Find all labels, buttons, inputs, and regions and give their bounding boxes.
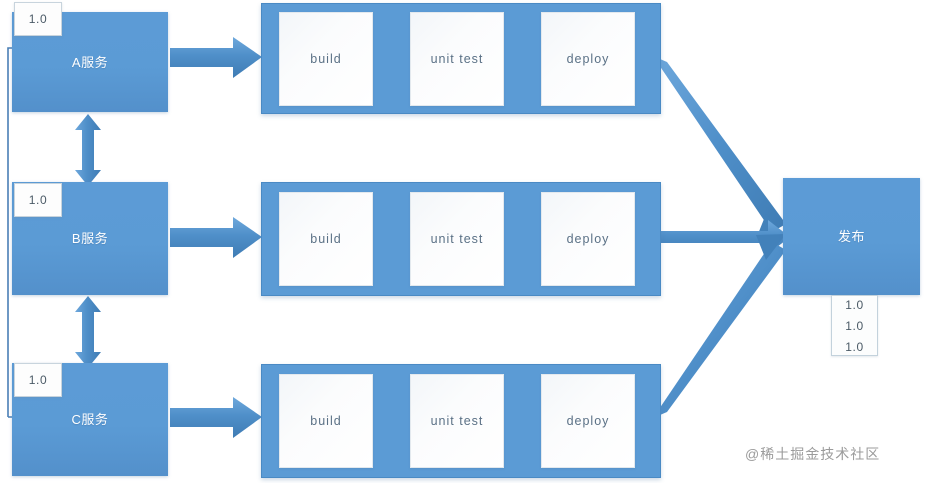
- watermark: @稀土掘金技术社区: [745, 447, 880, 461]
- service-box-b[interactable]: B服务: [12, 182, 168, 295]
- version-badge-a-text: 1.0: [28, 12, 48, 26]
- pipeline-b-stage-deploy-label: deploy: [566, 231, 610, 246]
- release-version-2: 1.0: [845, 318, 864, 333]
- pipeline-c-stage-deploy[interactable]: deploy: [541, 374, 635, 468]
- release-version-list: 1.0 1.0 1.0: [831, 295, 878, 356]
- pipeline-b-stage-unit-test-label: unit test: [430, 231, 484, 246]
- arrow-pipeline-a-to-release: [653, 56, 786, 240]
- pipeline-b-stage-deploy[interactable]: deploy: [541, 192, 635, 286]
- pipeline-b-stage-build[interactable]: build: [279, 192, 373, 286]
- pipeline-row-a: build unit test deploy: [261, 3, 661, 114]
- pipeline-c-stage-build-label: build: [310, 413, 342, 428]
- version-badge-b: 1.0: [14, 183, 62, 217]
- pipeline-a-stage-build-label: build: [310, 51, 342, 66]
- arrow-service-a-to-pipeline: [170, 37, 262, 78]
- release-version-3: 1.0: [845, 339, 864, 354]
- pipeline-row-c: build unit test deploy: [261, 364, 661, 478]
- pipeline-a-stage-build[interactable]: build: [279, 12, 373, 106]
- arrow-pipeline-c-to-release: [653, 234, 786, 418]
- pipeline-row-b: build unit test deploy: [261, 182, 661, 296]
- pipeline-a-stage-deploy[interactable]: deploy: [541, 12, 635, 106]
- arrow-service-c-to-pipeline: [170, 397, 262, 438]
- pipeline-c-stage-deploy-label: deploy: [566, 413, 610, 428]
- arrow-pipeline-b-to-release: [659, 220, 790, 254]
- service-label-b: B服务: [71, 231, 109, 246]
- version-badge-b-text: 1.0: [28, 193, 48, 207]
- release-box[interactable]: 发布: [783, 178, 920, 295]
- release-label: 发布: [837, 229, 865, 244]
- pipeline-a-stage-deploy-label: deploy: [566, 51, 610, 66]
- pipeline-a-stage-unit-test-label: unit test: [430, 51, 484, 66]
- version-badge-c: 1.0: [14, 363, 62, 397]
- pipeline-c-stage-build[interactable]: build: [279, 374, 373, 468]
- arrow-service-a-b-bidirectional: [75, 114, 101, 186]
- pipeline-c-stage-unit-test[interactable]: unit test: [410, 374, 504, 468]
- pipeline-b-stage-build-label: build: [310, 231, 342, 246]
- release-version-1: 1.0: [845, 297, 864, 312]
- arrow-service-b-c-bidirectional: [75, 296, 101, 368]
- watermark-text: @稀土掘金技术社区: [745, 446, 881, 462]
- service-label-a: A服务: [71, 54, 109, 70]
- version-badge-c-text: 1.0: [28, 373, 48, 387]
- version-badge-a: 1.0: [14, 2, 62, 36]
- arrow-service-b-to-pipeline: [170, 217, 262, 258]
- pipeline-c-stage-unit-test-label: unit test: [430, 413, 484, 428]
- service-label-c: C服务: [71, 412, 109, 427]
- pipeline-a-stage-unit-test[interactable]: unit test: [410, 12, 504, 106]
- pipeline-b-stage-unit-test[interactable]: unit test: [410, 192, 504, 286]
